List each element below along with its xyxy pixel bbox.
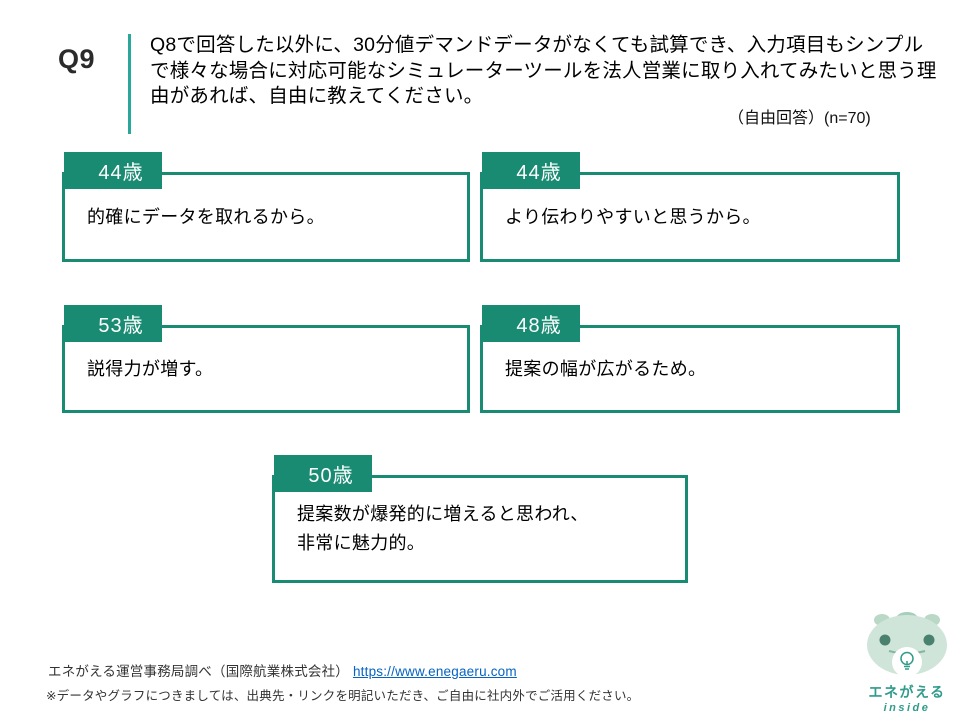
age-label: 50歳 [308, 465, 354, 487]
source-text: エネがえる運営事務局調べ（国際航業株式会社） [48, 664, 349, 679]
age-label: 44歳 [98, 162, 144, 184]
age-label: 44歳 [516, 162, 562, 184]
source-link[interactable]: https://www.enegaeru.com [352, 664, 517, 679]
response-count-note: （自由回答）(n=70) [728, 110, 871, 127]
question-number: Q9 [58, 44, 96, 74]
question-divider [128, 34, 131, 134]
age-badge: 53歳 [64, 305, 162, 342]
quote-text: 提案の幅が広がるため。 [505, 358, 707, 379]
frog-mascot-icon [865, 612, 949, 680]
quote-card-4: 48歳 提案の幅が広がるため。 [480, 305, 900, 413]
quote-text: 的確にデータを取れるから。 [87, 206, 325, 227]
brand-logo: エネがえる inside [860, 610, 954, 714]
brand-subtitle: inside [883, 702, 931, 714]
quote-text: 説得力が増す。 [87, 358, 214, 379]
source-line: エネがえる運営事務局調べ（国際航業株式会社） https://www.enega… [48, 660, 517, 680]
lightbulb-icon [900, 651, 914, 670]
quote-card-3: 53歳 説得力が増す。 [62, 305, 470, 413]
age-badge: 44歳 [64, 152, 162, 189]
question-text: Q8で回答した以外に、30分値デマンドデータがなくても試算でき、入力項目もシンプ… [150, 34, 937, 107]
quote-card-1: 44歳 的確にデータを取れるから。 [62, 152, 470, 262]
age-badge: 48歳 [482, 305, 580, 342]
brand-name: エネがえる [868, 684, 946, 700]
age-badge: 44歳 [482, 152, 580, 189]
quote-card-2: 44歳 より伝わりやすいと思うから。 [480, 152, 900, 262]
age-badge: 50歳 [274, 455, 372, 492]
quote-card-5: 50歳 提案数が爆発的に増えると思われ、 非常に魅力的。 [272, 455, 688, 583]
age-label: 48歳 [516, 315, 562, 337]
quote-text: 提案数が爆発的に増えると思われ、 非常に魅力的。 [297, 504, 589, 553]
usage-note: ※データやグラフにつきましては、出典先・リンクを明記いただき、ご自由に社内外でご… [46, 689, 640, 703]
quote-text: より伝わりやすいと思うから。 [505, 206, 761, 227]
age-label: 53歳 [98, 315, 144, 337]
